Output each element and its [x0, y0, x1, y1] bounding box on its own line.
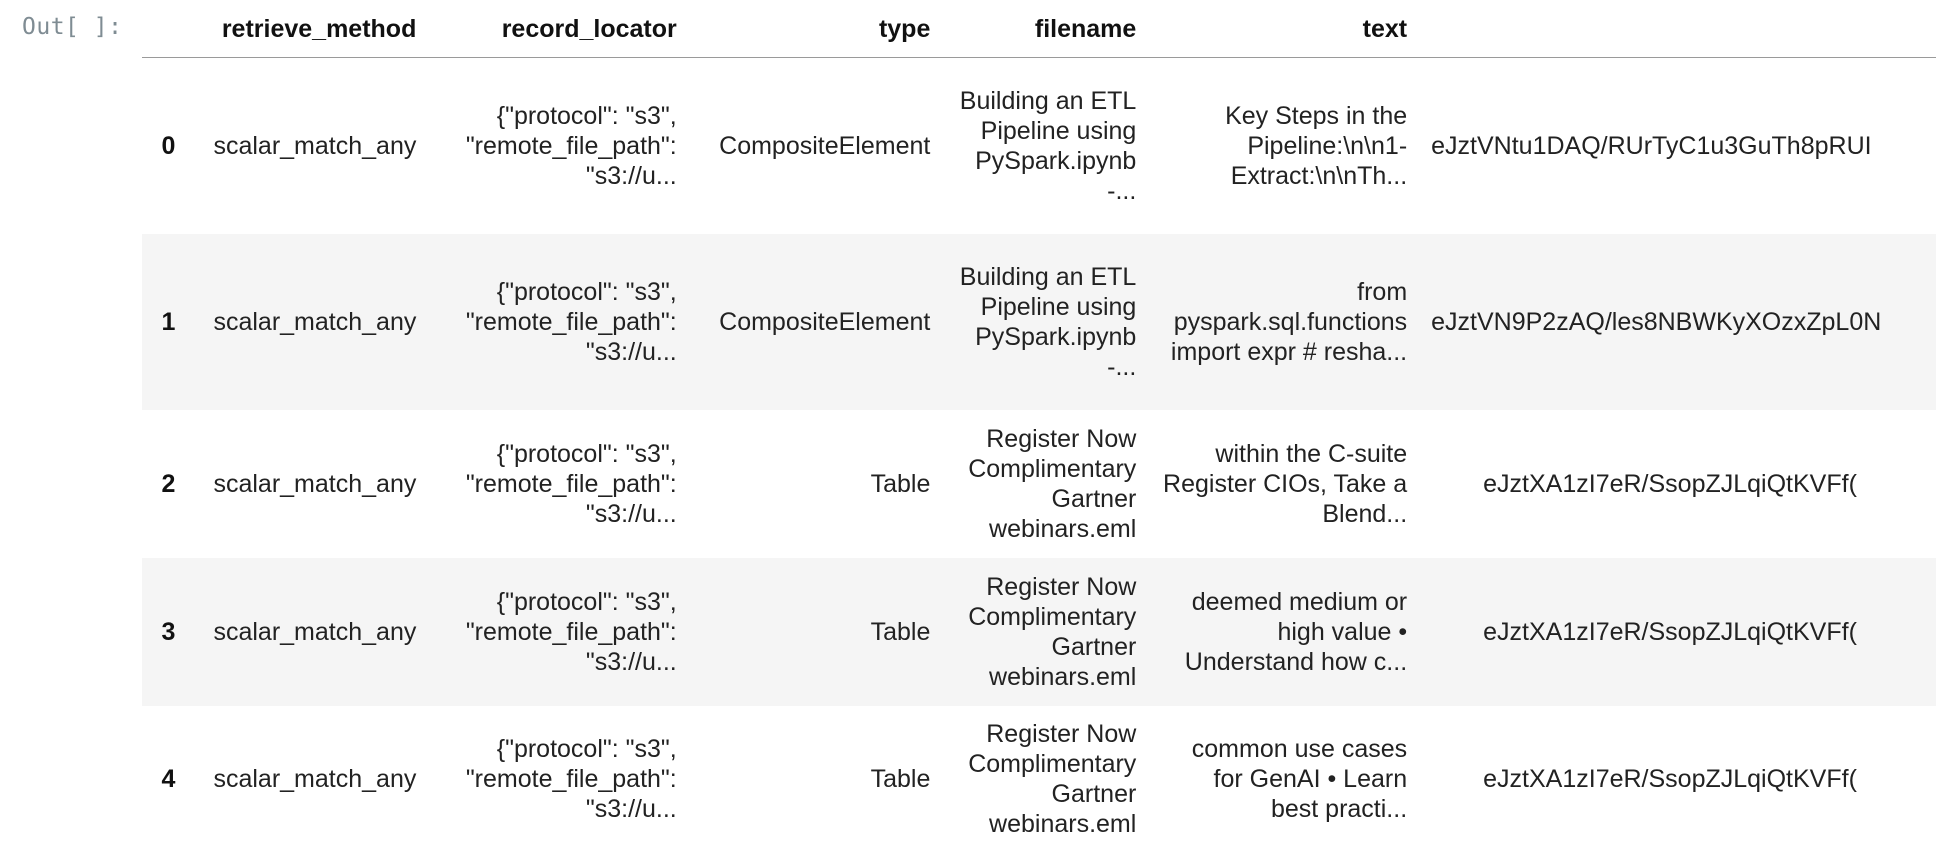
cell-type: Table — [870, 469, 931, 498]
cell-filename: Building an ETL Pipeline using PySpark.i… — [959, 86, 1137, 205]
cell-extra: eJztXA1zI7eR/SsopZJLqiQtKVFf( — [1483, 469, 1857, 498]
output-prompt: Out[ ]: — [22, 14, 123, 40]
cell-record-locator: {"protocol": "s3", "remote_file_path": "… — [465, 101, 677, 190]
cell-record-locator: {"protocol": "s3", "remote_file_path": "… — [465, 439, 677, 528]
table-row: 0 scalar_match_any {"protocol": "s3", "r… — [142, 58, 1936, 234]
cell-type: Table — [870, 617, 931, 646]
cell-type: Table — [870, 764, 931, 793]
column-header-index — [142, 0, 188, 58]
column-header-text: text — [1148, 0, 1420, 58]
cell-retrieve-method: scalar_match_any — [213, 131, 417, 160]
column-header-filename: filename — [942, 0, 1149, 58]
table-row: 2 scalar_match_any {"protocol": "s3", "r… — [142, 410, 1936, 558]
cell-type: CompositeElement — [719, 131, 931, 160]
table-header-row: retrieve_method record_locator type file… — [142, 0, 1936, 58]
column-header-type: type — [688, 0, 943, 58]
cell-type: CompositeElement — [719, 307, 931, 336]
cell-retrieve-method: scalar_match_any — [213, 764, 417, 793]
row-index: 0 — [161, 131, 176, 160]
cell-record-locator: {"protocol": "s3", "remote_file_path": "… — [465, 277, 677, 366]
dataframe-output: retrieve_method record_locator type file… — [142, 0, 1936, 864]
cell-text: within the C-suite Register CIOs, Take a… — [1163, 439, 1408, 528]
table-row: 4 scalar_match_any {"protocol": "s3", "r… — [142, 706, 1936, 852]
cell-filename: Register Now Complimentary Gartner webin… — [968, 424, 1137, 543]
cell-text: from pyspark.sql.functions import expr #… — [1170, 277, 1408, 366]
cell-record-locator: {"protocol": "s3", "remote_file_path": "… — [465, 587, 677, 676]
column-header-record-locator: record_locator — [428, 0, 689, 58]
cell-retrieve-method: scalar_match_any — [213, 617, 417, 646]
table-row: 3 scalar_match_any {"protocol": "s3", "r… — [142, 557, 1936, 706]
cell-extra: eJztVNtu1DAQ/RUrTyC1u3GuTh8pRUI — [1431, 131, 1872, 160]
row-index: 1 — [161, 307, 176, 336]
cell-text: Key Steps in the Pipeline:\n\n1- Extract… — [1225, 101, 1408, 190]
cell-text: common use cases for GenAI • Learn best … — [1191, 734, 1408, 823]
cell-filename: Register Now Complimentary Gartner webin… — [968, 572, 1137, 691]
column-header-retrieve-method: retrieve_method — [187, 0, 429, 58]
cell-extra: eJztXA1zI7eR/SsopZJLqiQtKVFf( — [1483, 617, 1857, 646]
cell-extra: eJztXA1zI7eR/SsopZJLqiQtKVFf( — [1483, 764, 1857, 793]
table-row: 1 scalar_match_any {"protocol": "s3", "r… — [142, 233, 1936, 410]
cell-filename: Register Now Complimentary Gartner webin… — [968, 719, 1137, 838]
row-index: 2 — [161, 469, 176, 498]
row-index: 4 — [161, 764, 176, 793]
column-header-unnamed — [1419, 0, 1936, 58]
cell-filename: Building an ETL Pipeline using PySpark.i… — [959, 262, 1137, 381]
cell-record-locator: {"protocol": "s3", "remote_file_path": "… — [465, 734, 677, 823]
cell-retrieve-method: scalar_match_any — [213, 469, 417, 498]
cell-retrieve-method: scalar_match_any — [213, 307, 417, 336]
cell-extra: eJztVN9P2zAQ/les8NBWKyXOzxZpL0N — [1431, 307, 1882, 336]
row-index: 3 — [161, 617, 176, 646]
dataframe-table: retrieve_method record_locator type file… — [142, 0, 1936, 852]
cell-text: deemed medium or high value • Understand… — [1184, 587, 1408, 676]
